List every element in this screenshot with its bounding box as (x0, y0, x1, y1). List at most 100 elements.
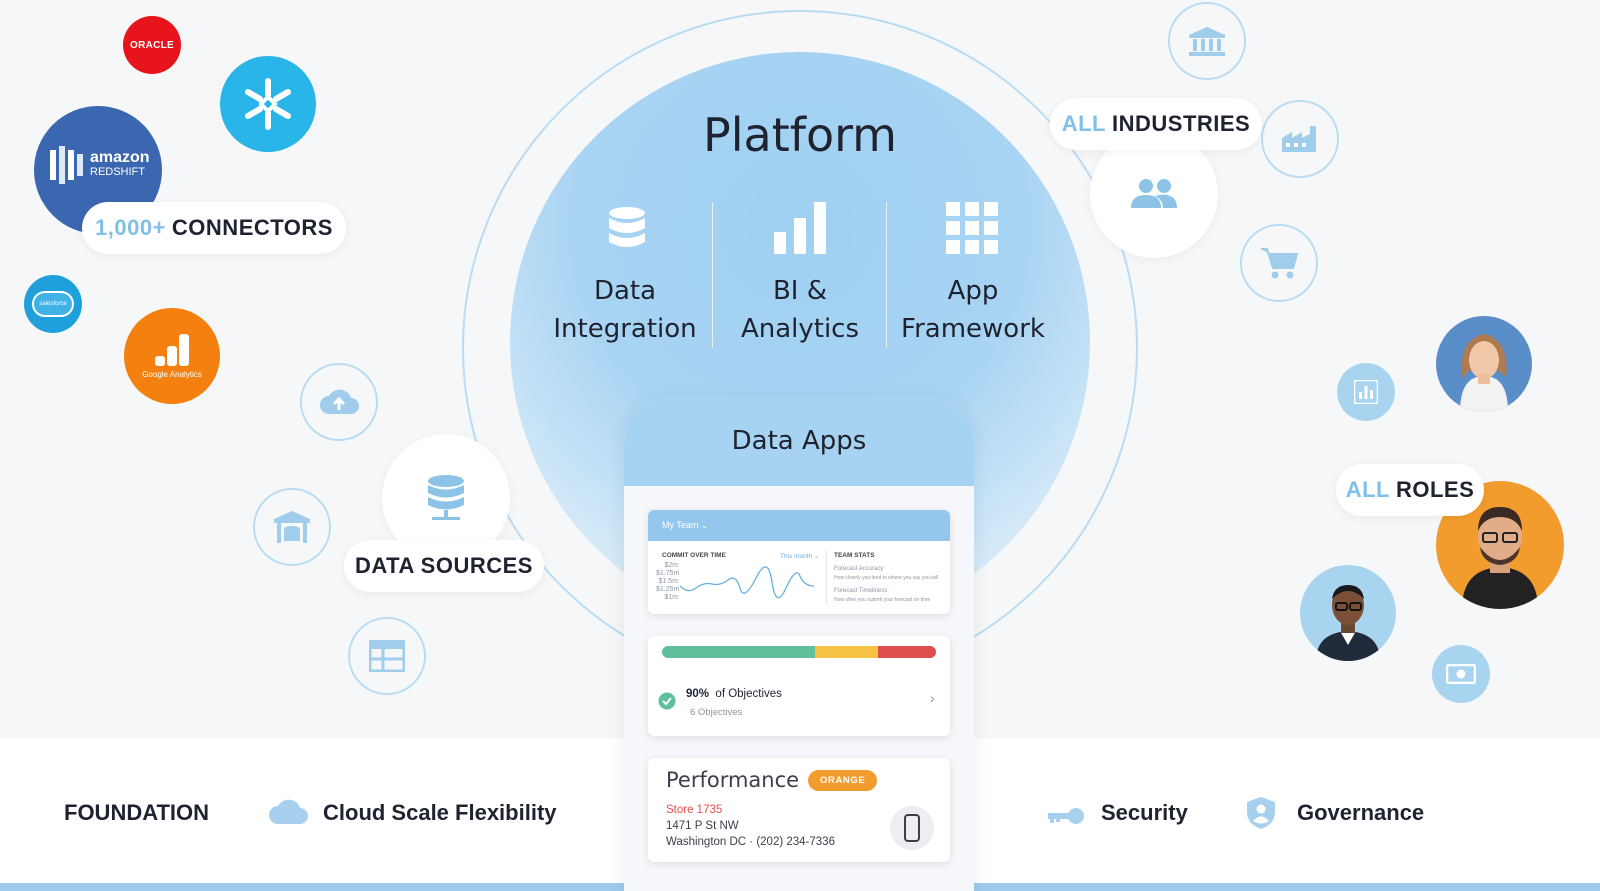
data-sources-label: DATA SOURCES (355, 553, 533, 578)
stat-title: Forecast Timeliness (834, 588, 888, 594)
connectors-count: 1,000+ (95, 215, 166, 240)
amazon-text: amazon (90, 149, 150, 166)
table-icon (369, 640, 405, 672)
feature-line: Integration (553, 314, 697, 344)
server-database-icon (428, 475, 464, 520)
oracle-logo: ORACLE (123, 16, 181, 74)
y-ticks: $2m $1.75m $1.5m $1.25m $1m (656, 562, 680, 602)
roles-accent: ALL (1345, 477, 1390, 502)
redshift-text: REDSHIFT (90, 166, 145, 178)
team-selector[interactable]: My Team ⌄ (648, 510, 950, 541)
feature-line: Analytics (740, 314, 860, 344)
chevron-down-icon: ⌄ (700, 520, 709, 530)
avatar-man-blue (1300, 565, 1396, 661)
salesforce-logo: salesforce (24, 275, 82, 333)
foundation-item-security: Security (1101, 800, 1188, 825)
data-sources-pill: DATA SOURCES (344, 540, 544, 592)
objectives-label: of Objectives (715, 688, 782, 700)
factory-node (1261, 100, 1339, 178)
bank-icon (1189, 27, 1225, 56)
industries-accent: ALL (1061, 111, 1106, 136)
money-role-node (1432, 645, 1490, 703)
factory-icon (1282, 126, 1316, 152)
store-name: Store 1735 (666, 804, 723, 816)
objectives-count: 6 Objectives (690, 707, 743, 718)
y-tick: $2m (664, 562, 678, 569)
check-circle-icon (658, 692, 676, 715)
phone-call-button[interactable] (890, 806, 934, 850)
chart-role-node (1337, 363, 1395, 421)
range-selector[interactable]: This month ⌄ (780, 553, 820, 560)
feature-divider (886, 202, 887, 348)
data-apps-header: Data Apps (624, 396, 974, 486)
cloud-icon (268, 798, 308, 831)
performance-title: Performance (666, 768, 800, 792)
cart-node (1240, 224, 1318, 302)
snowflake-logo (220, 56, 316, 152)
chevron-right-icon: › (930, 690, 935, 706)
foundation-item-cloud: Cloud Scale Flexibility (323, 800, 557, 825)
objectives-percent: 90% (686, 688, 710, 700)
connectors-pill: 1,000+ CONNECTORS (82, 202, 346, 254)
shopping-cart-icon (1261, 248, 1299, 279)
stat-title: Forecast Accuracy (834, 566, 884, 572)
feature-line: BI & (772, 276, 828, 306)
feature-app-framework: App Framework (893, 272, 1053, 348)
redshift-icon (50, 146, 83, 184)
y-tick: $1m (664, 594, 678, 601)
connectors-label: CONNECTORS (171, 215, 333, 240)
y-tick: $1.25m (656, 586, 680, 593)
team-card: My Team ⌄ COMMIT OVER TIME This month ⌄ … (648, 510, 950, 614)
stats-divider (826, 550, 827, 604)
avatar-man-orange (1436, 481, 1564, 609)
foundation-label: FOUNDATION (64, 800, 210, 825)
money-icon (1446, 664, 1476, 684)
y-tick: $1.75m (656, 570, 680, 577)
commit-line-chart (680, 566, 815, 599)
google-analytics-logo: Google Analytics (124, 308, 220, 404)
analytics-icon (155, 333, 189, 366)
y-tick: $1.5m (658, 578, 678, 585)
progress-segment-red (878, 646, 936, 658)
phone-icon (904, 814, 920, 842)
feature-bi-analytics: BI & Analytics (720, 272, 880, 348)
objectives-summary: 90% of Objectives (686, 688, 782, 700)
range-label: This month (780, 553, 813, 560)
chart-title: COMMIT OVER TIME (662, 552, 726, 559)
roles-label: ROLES (1395, 477, 1475, 502)
stat-desc: How often you submit your forecast on ti… (834, 597, 931, 603)
team-stats-title: TEAM STATS (834, 552, 875, 559)
roles-pill: ALL ROLES (1336, 464, 1484, 516)
foundation-item-governance: Governance (1297, 800, 1425, 825)
report-chart-icon (1354, 380, 1378, 404)
store-contact: Washington DC · (202) 234-7336 (666, 836, 835, 848)
oracle-logo-text: ORACLE (129, 39, 175, 51)
people-node (1090, 130, 1218, 258)
salesforce-text: salesforce (39, 301, 67, 307)
warehouse-icon (274, 511, 310, 543)
feature-data-integration: Data Integration (545, 272, 705, 348)
progress-segment-green (662, 646, 816, 658)
feature-line: Framework (901, 314, 1045, 344)
platform-title: Platform (703, 108, 897, 162)
objectives-card[interactable]: 90% of Objectives 6 Objectives › (648, 636, 950, 736)
bar-chart-icon (774, 202, 826, 259)
cloud-upload-icon (320, 389, 359, 414)
avatar-woman (1436, 316, 1532, 412)
performance-card[interactable]: Performance ORANGE Store 1735 1471 P St … (648, 758, 950, 862)
objectives-progress-bar (662, 646, 936, 658)
data-apps-panel: Data Apps My Team ⌄ COMMIT OVER TIME Thi… (624, 396, 974, 891)
store-address: 1471 P St NW (666, 820, 739, 832)
cloud-upload-node (300, 363, 378, 441)
shield-user-icon (1246, 796, 1276, 835)
table-node (348, 617, 426, 695)
warehouse-node (253, 488, 331, 566)
database-icon (608, 206, 646, 255)
bank-node (1168, 2, 1246, 80)
industries-pill: ALL INDUSTRIES (1050, 98, 1262, 150)
feature-line: App (947, 276, 999, 306)
stat-desc: How closely you tend to where you say yo… (834, 575, 939, 581)
industries-label: INDUSTRIES (1112, 111, 1251, 136)
people-icon (1131, 179, 1177, 208)
feature-line: Data (593, 276, 657, 306)
